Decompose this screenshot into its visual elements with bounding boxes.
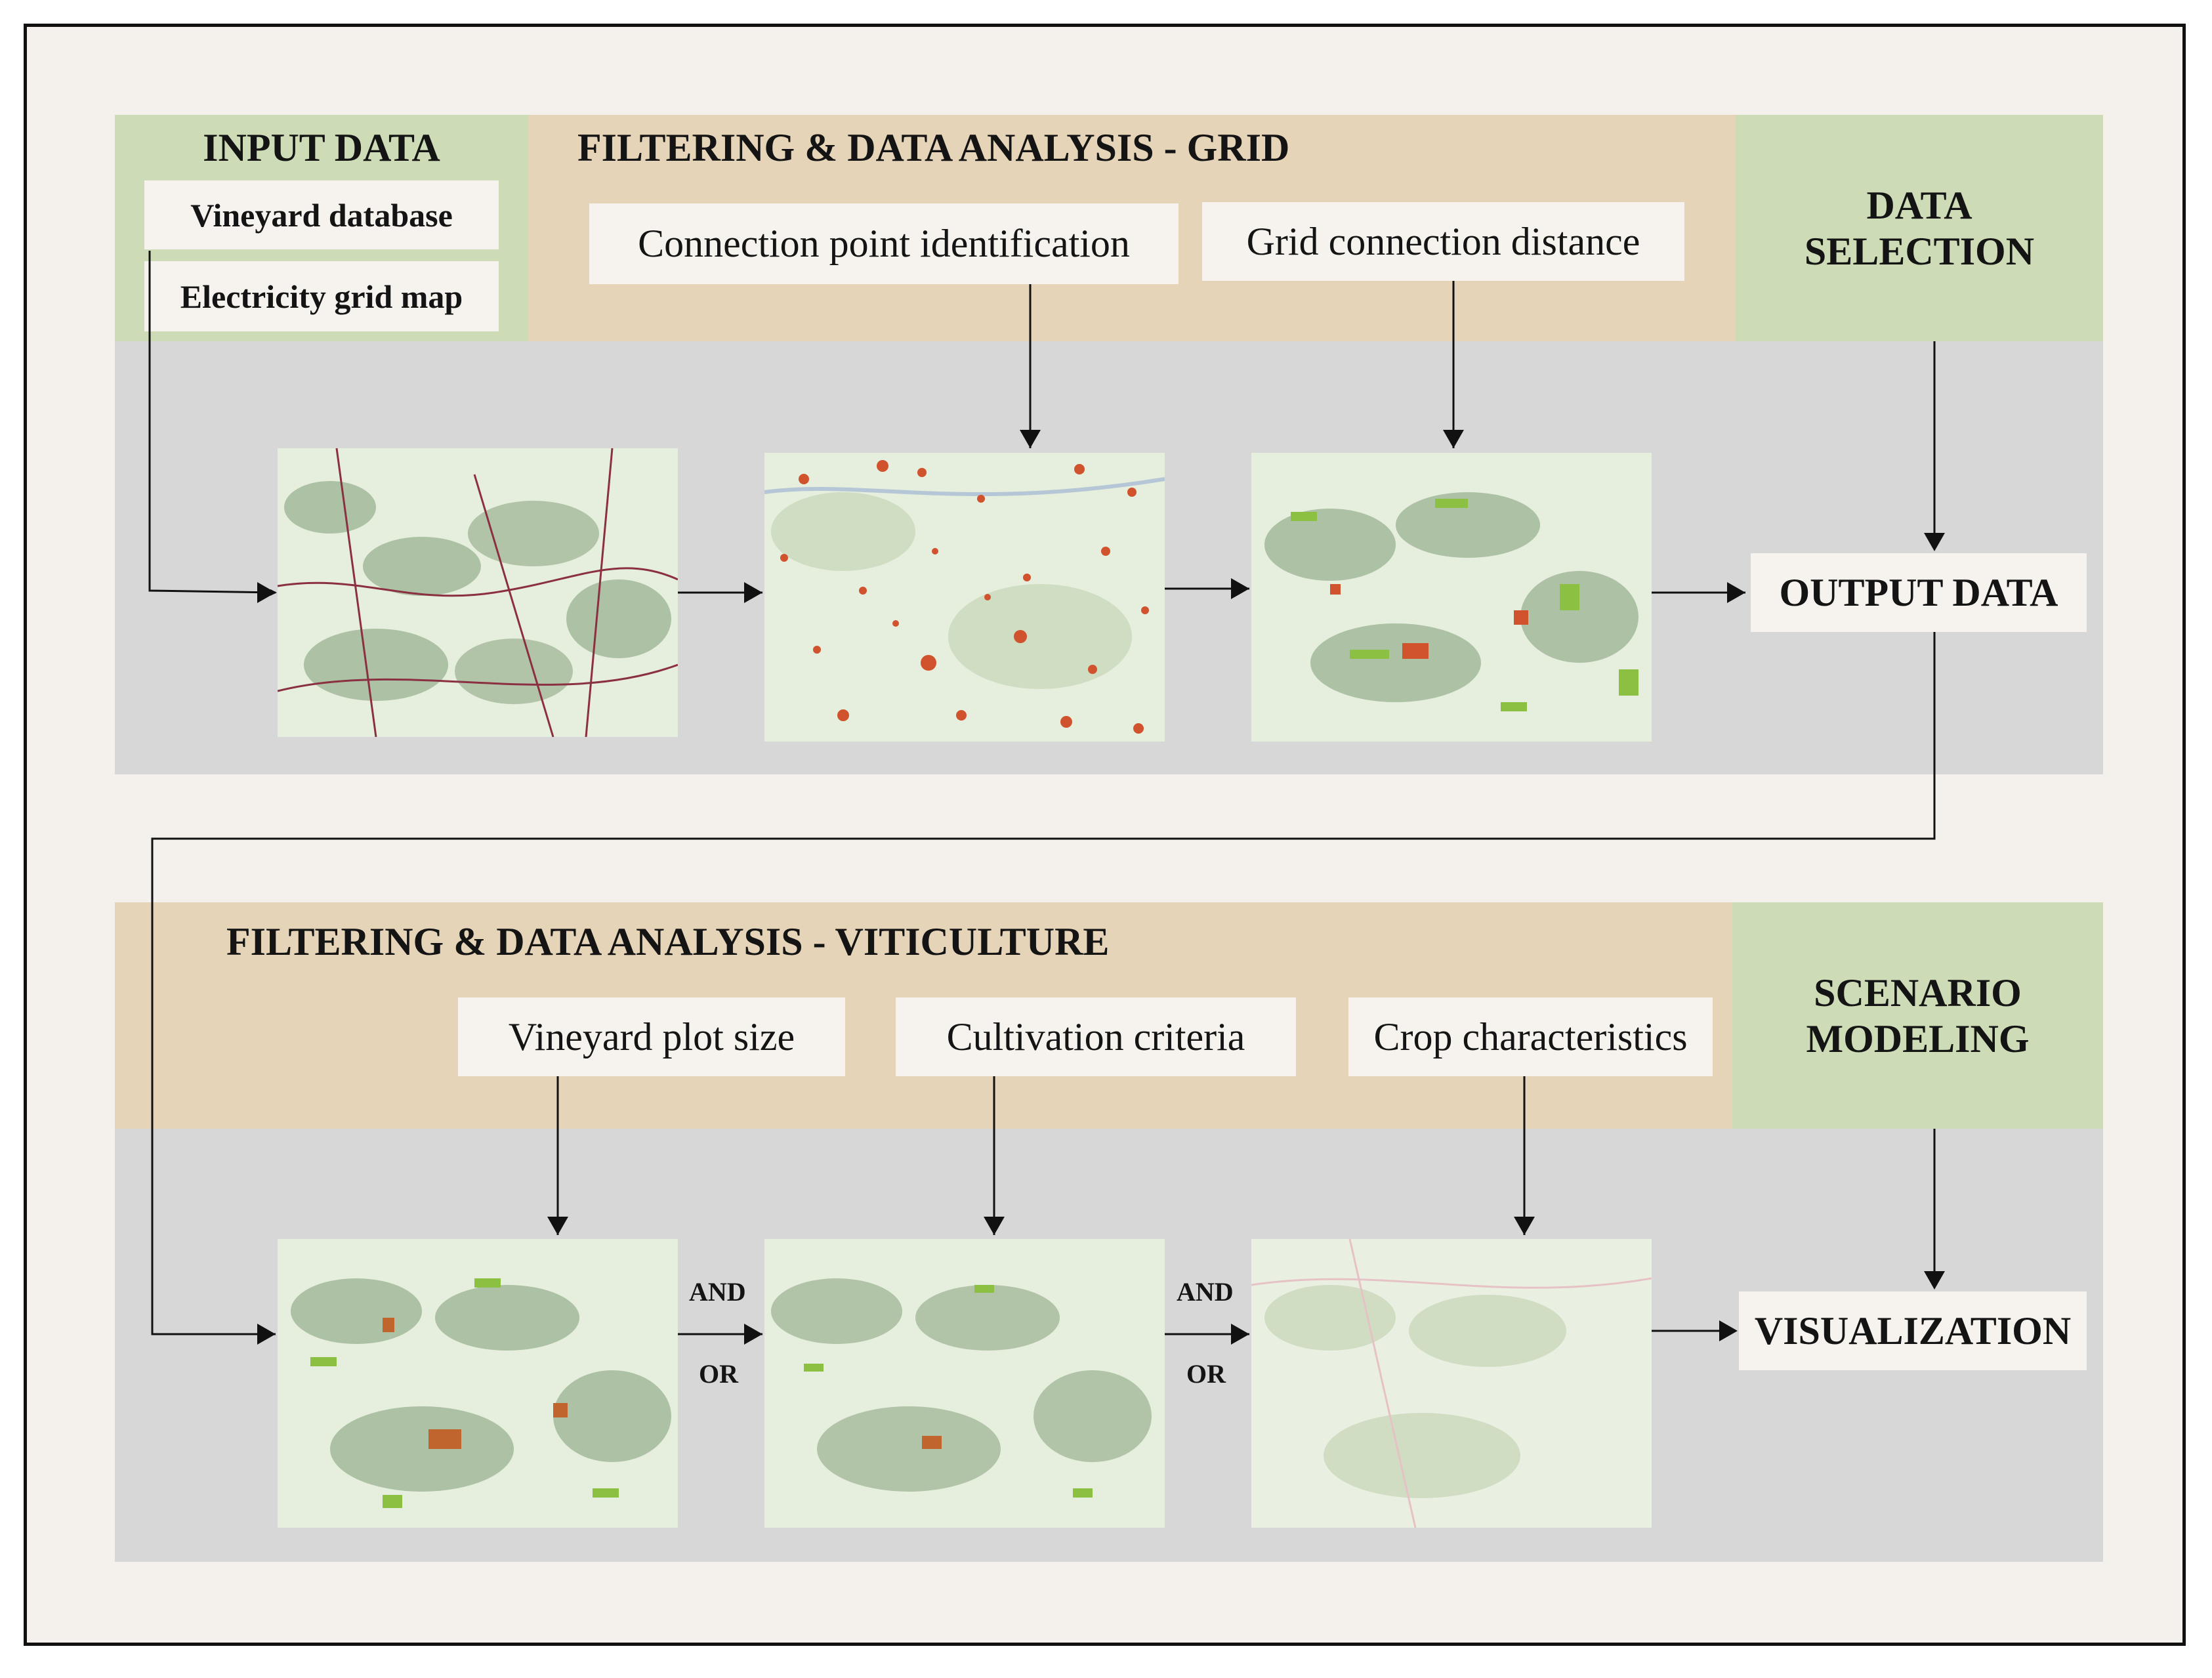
operator-and-1: AND xyxy=(689,1277,746,1307)
data-selection-line1: DATA xyxy=(1866,183,1972,227)
cultivation-criteria-box: Cultivation criteria xyxy=(896,997,1296,1076)
map-grid-distance xyxy=(1251,453,1652,742)
crop-characteristics-box: Crop characteristics xyxy=(1348,997,1713,1076)
operator-or-1: OR xyxy=(699,1359,738,1389)
grid-analysis-title: FILTERING & DATA ANALYSIS - GRID xyxy=(577,126,1290,169)
vineyard-database-box: Vineyard database xyxy=(144,180,499,249)
scenario-modeling-title: SCENARIO MODELING xyxy=(1732,902,2103,1129)
map-plot-size xyxy=(278,1239,678,1528)
map-cultivation-criteria xyxy=(764,1239,1165,1528)
data-selection-title: DATA SELECTION xyxy=(1736,115,2103,341)
visualization-box: VISUALIZATION xyxy=(1739,1291,2087,1370)
data-selection-line2: SELECTION xyxy=(1804,229,2035,273)
scenario-modeling-line1: SCENARIO xyxy=(1814,971,2022,1015)
viticulture-analysis-title: FILTERING & DATA ANALYSIS - VITICULTURE xyxy=(226,920,1110,963)
scenario-modeling-line2: MODELING xyxy=(1806,1017,2030,1060)
map-vineyards-grid xyxy=(278,448,678,737)
connection-point-box: Connection point identification xyxy=(589,203,1179,284)
grid-connection-distance-box: Grid connection distance xyxy=(1202,202,1684,281)
vineyard-plot-size-box: Vineyard plot size xyxy=(458,997,845,1076)
data-selection-panel xyxy=(1736,115,2103,341)
input-data-title: INPUT DATA xyxy=(203,126,440,169)
map-crop-characteristics xyxy=(1251,1239,1652,1528)
operator-and-2: AND xyxy=(1177,1277,1234,1307)
map-connection-points xyxy=(764,453,1165,742)
output-data-box: OUTPUT DATA xyxy=(1751,553,2087,632)
electricity-grid-map-box: Electricity grid map xyxy=(144,261,499,331)
operator-or-2: OR xyxy=(1186,1359,1226,1389)
